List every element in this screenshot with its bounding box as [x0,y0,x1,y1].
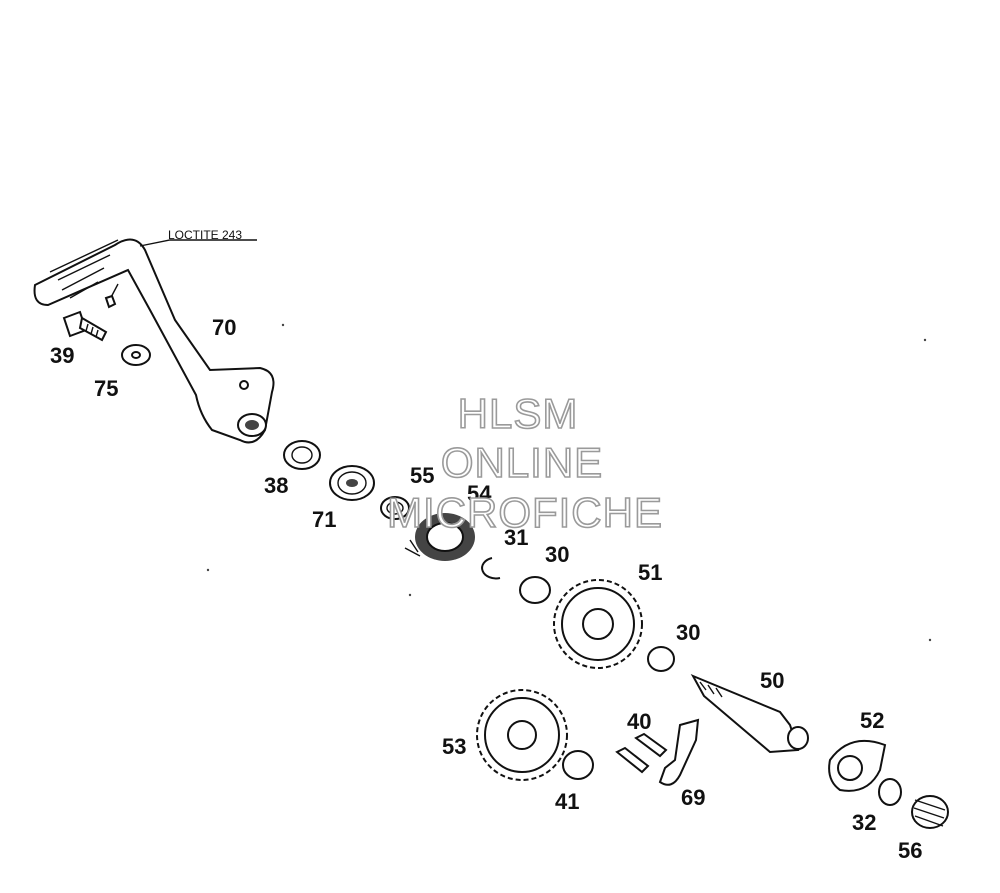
bolt-part-39[interactable] [62,310,108,342]
bearing-part-71[interactable] [329,465,375,501]
callout-52: 52 [860,708,884,733]
gear-part-51[interactable] [553,579,643,669]
shaft-part-50[interactable] [690,673,809,754]
washer-part-30b[interactable] [647,646,675,672]
ring-part-55[interactable] [380,496,410,520]
callout-40: 40 [627,709,651,734]
bolts-part-40[interactable] [615,732,668,774]
spring-part-54[interactable] [404,513,475,561]
callout-71: 71 [312,507,336,532]
washer-part-75[interactable] [121,344,151,366]
callout-50: 50 [760,668,784,693]
washer-part-30a[interactable] [519,576,551,604]
callout-31: 31 [504,525,528,550]
speck [923,338,927,342]
callout-70: 70 [212,315,236,340]
cam-part-52[interactable] [828,739,887,792]
loctite-note: LOCTITE 243 [168,228,242,242]
washer-part-41[interactable] [562,750,594,780]
callout-69: 69 [681,785,705,810]
callout-56: 56 [898,838,922,863]
speck [928,638,932,642]
seal-part-38[interactable] [283,440,321,470]
circlip-part-31[interactable] [481,557,501,580]
callout-54: 54 [467,481,492,506]
callout-75: 75 [94,376,118,401]
callout-53: 53 [442,734,466,759]
callout-51: 51 [638,560,662,585]
speck [281,323,285,327]
plate-part-69[interactable] [658,718,700,786]
watermark-line-3: MICROFICHE [387,489,663,536]
speck [206,568,210,572]
watermark: HLSM ONLINE MICROFICHE [386,389,663,537]
washer-part-32[interactable] [878,778,902,806]
callout-55: 55 [410,463,434,488]
speck [408,593,412,597]
watermark-line-2: ONLINE [441,439,603,486]
watermark-line-1: HLSM [458,390,579,437]
gear-part-53[interactable] [476,689,568,781]
callout-30-lower: 30 [676,620,700,645]
callout-30-upper: 30 [545,542,569,567]
callout-39: 39 [50,343,74,368]
callout-32: 32 [852,810,876,835]
wedge-part [104,294,117,309]
callout-38: 38 [264,473,288,498]
spring-part-56[interactable] [911,795,949,829]
kick-lever-part-70[interactable] [33,238,275,444]
callout-41: 41 [555,789,579,814]
